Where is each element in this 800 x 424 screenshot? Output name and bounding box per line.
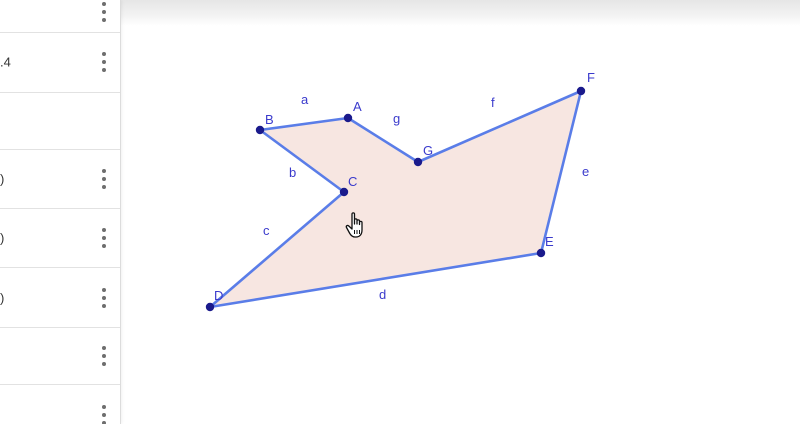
algebra-row[interactable] <box>0 93 120 150</box>
algebra-row[interactable]: ) <box>0 150 120 209</box>
algebra-row[interactable] <box>0 328 120 385</box>
point-D[interactable] <box>205 302 215 312</box>
hand-pointer-icon <box>345 212 363 238</box>
more-options-icon[interactable] <box>98 403 110 424</box>
segment-d[interactable] <box>208 251 543 309</box>
segment-label-e: e <box>582 164 589 179</box>
segment-label-a: a <box>301 92 309 107</box>
segment-label-g: g <box>393 111 400 126</box>
segment-f[interactable] <box>416 89 583 164</box>
point-label-G: G <box>423 143 433 158</box>
graphics-view[interactable]: A B C D E F G a b c d e f g <box>121 0 800 424</box>
algebra-row[interactable] <box>0 385 120 424</box>
segment-c[interactable] <box>208 190 346 309</box>
more-options-icon[interactable] <box>98 167 110 191</box>
segment-a[interactable] <box>258 116 350 132</box>
more-options-icon[interactable] <box>98 50 110 74</box>
algebra-view: .4 ) ) ) <box>0 0 121 424</box>
segment-e[interactable] <box>539 89 583 255</box>
segment-label-d: d <box>379 287 386 302</box>
algebra-row[interactable]: ) <box>0 268 120 328</box>
top-toolbar-area <box>0 0 800 26</box>
segment-g[interactable] <box>346 116 420 164</box>
more-options-icon[interactable] <box>98 344 110 368</box>
more-options-icon[interactable] <box>98 286 110 310</box>
point-B[interactable] <box>255 125 265 135</box>
segment-label-c: c <box>263 223 270 238</box>
segment-label-f: f <box>491 95 495 110</box>
point-label-E: E <box>545 234 554 249</box>
more-options-icon[interactable] <box>98 226 110 250</box>
point-E[interactable] <box>536 248 546 258</box>
point-C[interactable] <box>339 187 349 197</box>
polygon-fill[interactable] <box>210 91 581 307</box>
point-label-B: B <box>265 112 274 127</box>
point-label-F: F <box>587 70 595 85</box>
segment-b[interactable] <box>258 128 346 194</box>
algebra-row-value: ) <box>0 230 5 246</box>
algebra-row[interactable]: ) <box>0 209 120 268</box>
point-label-A: A <box>353 99 362 114</box>
point-label-C: C <box>348 174 357 189</box>
algebra-row-value: ) <box>0 171 5 187</box>
algebra-row-value: ) <box>0 290 5 305</box>
algebra-row[interactable]: .4 <box>0 32 120 93</box>
segment-label-b: b <box>289 165 296 180</box>
algebra-row-value: .4 <box>0 54 11 70</box>
point-label-D: D <box>214 288 223 303</box>
algebra-row[interactable] <box>0 0 120 33</box>
point-A[interactable] <box>343 113 353 123</box>
point-G[interactable] <box>413 157 423 167</box>
more-options-icon[interactable] <box>98 0 110 24</box>
point-F[interactable] <box>576 86 586 96</box>
